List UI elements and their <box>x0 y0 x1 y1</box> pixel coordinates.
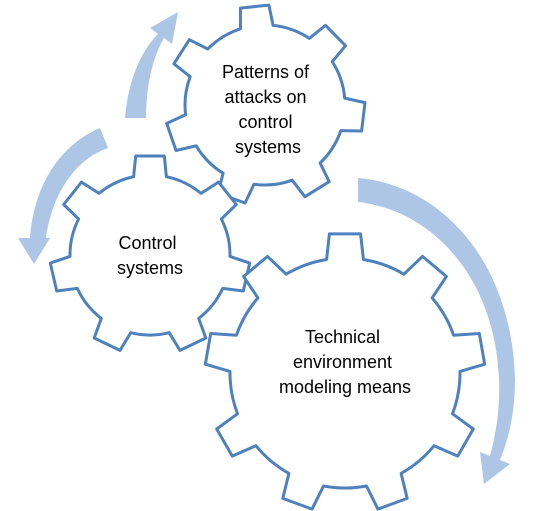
gear-technical-shape <box>203 232 487 511</box>
gear-patterns-shape <box>165 3 367 205</box>
gear-control-label: Control systems <box>117 233 183 278</box>
gear-technical-environment: Technical environment modeling means <box>203 232 487 511</box>
gear-patterns-label: Patterns of attacks on control systems <box>222 62 314 157</box>
gear-technical-label: Technical environment modeling means <box>279 327 411 397</box>
curved-arrow-down-right-icon <box>358 178 515 484</box>
curved-arrow-up-icon <box>125 12 178 118</box>
gear-control-systems: Control systems <box>48 154 252 352</box>
gear-patterns-of-attacks: Patterns of attacks on control systems <box>165 3 367 205</box>
gear-control-shape <box>48 154 252 352</box>
curved-arrow-down-left-icon <box>18 128 108 264</box>
